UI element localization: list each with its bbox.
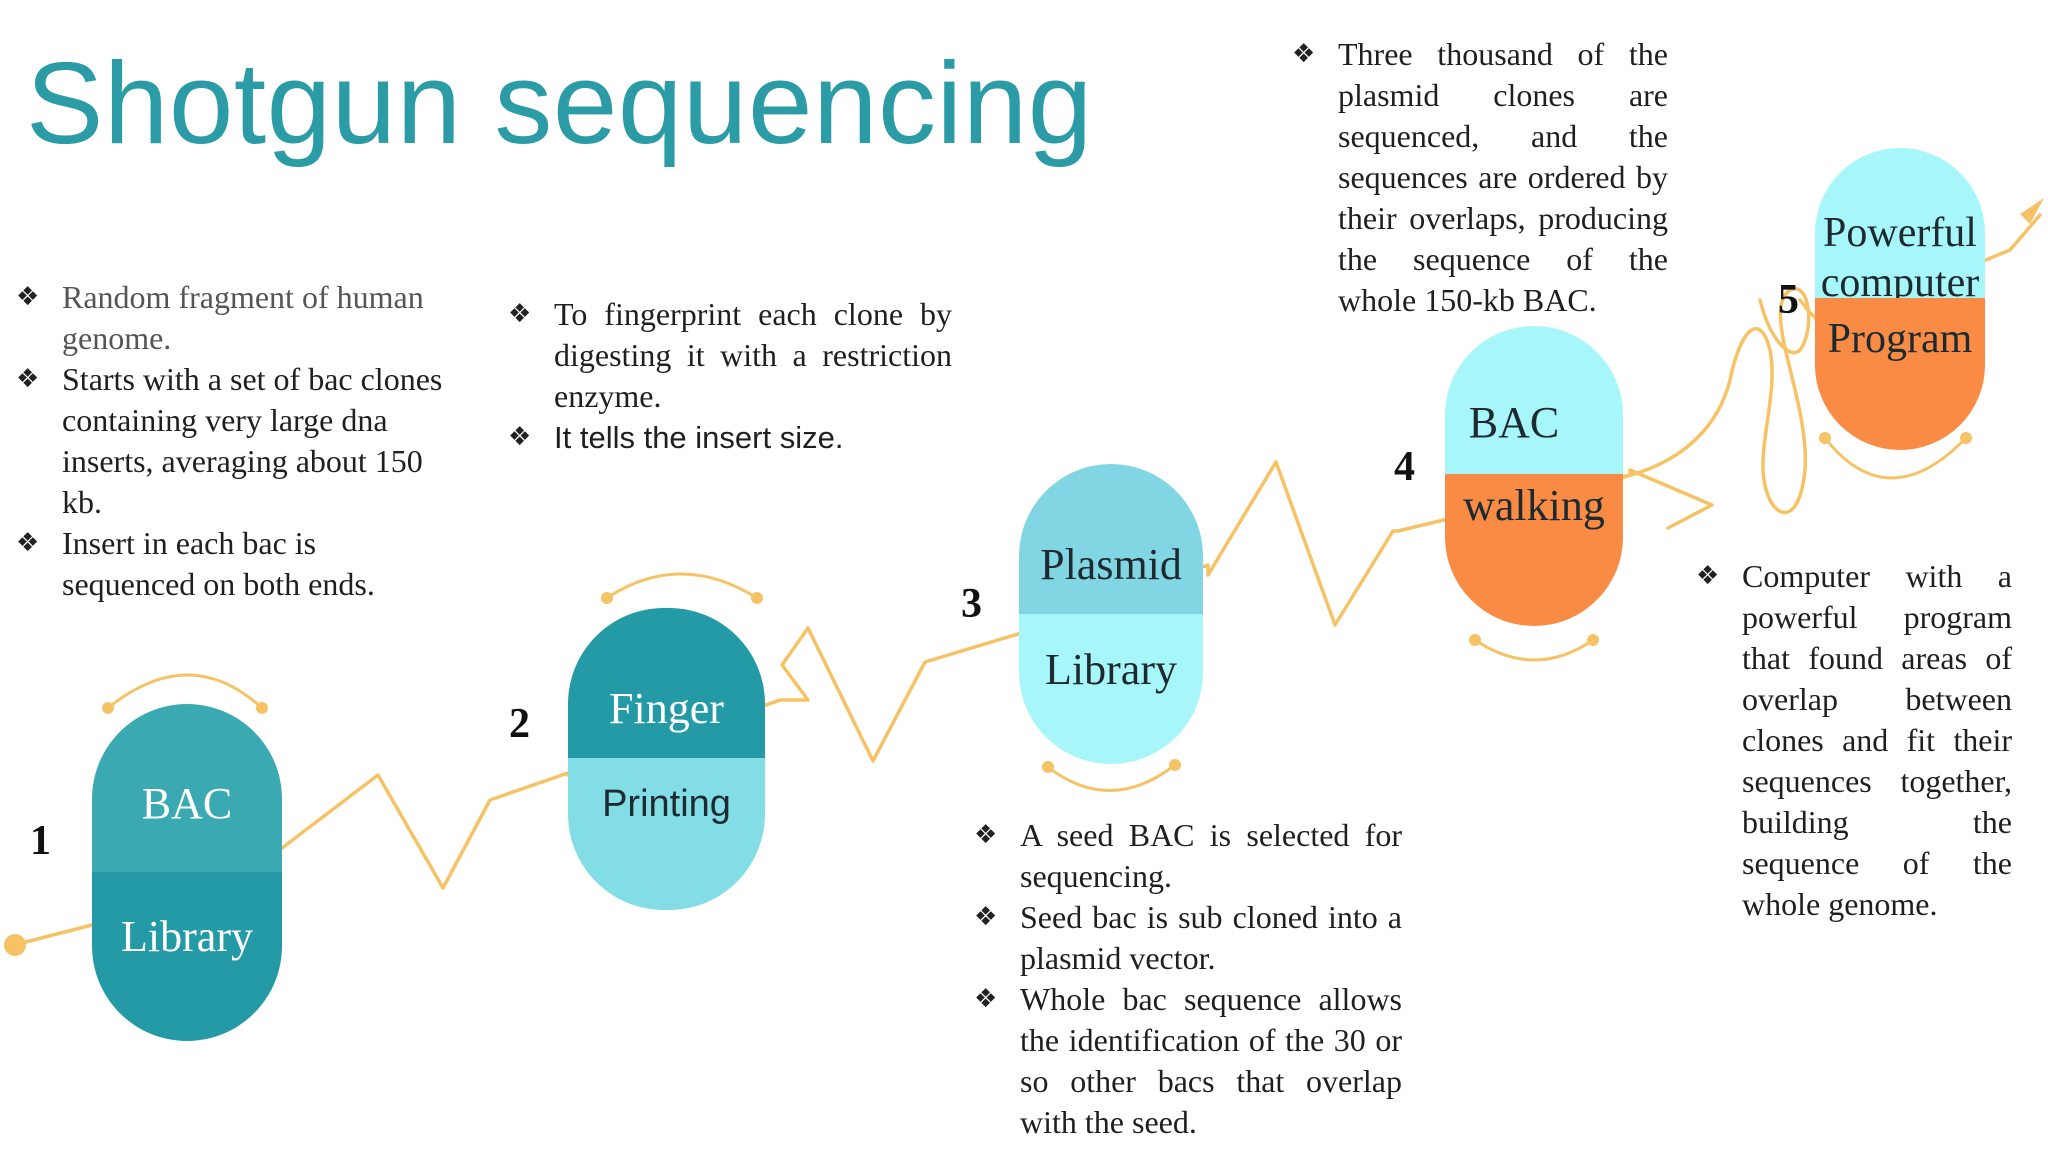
step-1-top-label: BAC	[141, 778, 233, 828]
step-5-top-label: Powerful computer	[1820, 210, 1980, 306]
step-pill-3-top: Plasmid	[1019, 464, 1203, 614]
note-item: ❖ Random fragment of human genome.	[16, 277, 456, 359]
diamond-bullet-icon: ❖	[508, 299, 532, 329]
note-item: ❖ To fingerprint each clone by digesting …	[508, 294, 952, 417]
note-text: Whole bac sequence allows the identifica…	[1020, 981, 1402, 1140]
step-pill-4-bottom: walking	[1445, 474, 1623, 626]
note-text: Three thousand of the plasmid clones are…	[1338, 36, 1668, 318]
step-pill-1-bottom: Library	[92, 872, 282, 1041]
arc-3	[1047, 763, 1176, 792]
zigzag-line	[12, 460, 1714, 947]
diamond-bullet-icon: ❖	[16, 282, 40, 312]
arc-dot	[751, 592, 763, 604]
note-item: ❖ Computer with a powerful program that f…	[1696, 556, 2012, 925]
step-number-4: 4	[1394, 444, 1415, 490]
note-item: ❖ Starts with a set of bac clones contain…	[16, 359, 456, 523]
step-pill-2-top: Finger	[568, 608, 765, 758]
note-text: Random fragment of human genome.	[62, 279, 424, 356]
step-pill-1-top: BAC	[92, 704, 282, 872]
arrow-head-icon	[2020, 198, 2044, 224]
note-item: ❖ It tells the insert size.	[508, 417, 952, 458]
note-item: ❖ Whole bac sequence allows the identific…	[974, 979, 1402, 1143]
step-5-bottom-label: Program	[1827, 316, 1973, 362]
note-text: Insert in each bac is sequenced on both …	[62, 525, 375, 602]
step-pill-5-bottom: Program	[1815, 298, 1985, 450]
arc-2	[606, 572, 758, 600]
arc-dot	[1469, 634, 1481, 646]
arc-4	[1474, 638, 1594, 662]
step-pill-5-top: Powerful computer	[1815, 148, 1985, 306]
note-text: A seed BAC is selected for sequencing.	[1020, 817, 1402, 894]
step-pill-3: Plasmid Library	[1019, 464, 1203, 764]
diamond-bullet-icon: ❖	[508, 422, 532, 452]
note-text: Seed bac is sub cloned into a plasmid ve…	[1020, 899, 1402, 976]
step-2-top-label: Finger	[609, 683, 724, 733]
step-2-bottom-label: Printing	[602, 782, 731, 825]
notes-step-5: ❖ Computer with a powerful program that f…	[1696, 556, 2012, 925]
step-pill-3-bottom: Library	[1019, 614, 1203, 764]
diamond-bullet-icon: ❖	[16, 528, 40, 558]
note-text: Computer with a powerful program that fo…	[1742, 558, 2012, 922]
step-3-top-label: Plasmid	[1040, 539, 1182, 589]
note-item: ❖ Seed bac is sub cloned into a plasmid v…	[974, 897, 1402, 979]
diamond-bullet-icon: ❖	[974, 902, 998, 932]
diamond-bullet-icon: ❖	[974, 820, 998, 850]
diamond-bullet-icon: ❖	[16, 364, 40, 394]
step-4-bottom-label: walking	[1463, 480, 1605, 530]
notes-step-3: ❖A seed BAC is selected for sequencing. …	[974, 815, 1402, 1143]
arc-5	[1823, 436, 1968, 480]
note-item: ❖ A seed BAC is selected for sequencing.	[974, 815, 1402, 897]
notes-step-4: ❖ Three thousand of the plasmid clones ar…	[1292, 34, 1668, 321]
step-number-1: 1	[30, 818, 51, 864]
note-item: ❖ Insert in each bac is sequenced on both…	[16, 523, 456, 605]
step-pill-2: Finger Printing	[568, 608, 765, 910]
note-text: Starts with a set of bac clones containi…	[62, 361, 443, 520]
diamond-bullet-icon: ❖	[1696, 561, 1720, 591]
diamond-bullet-icon: ❖	[974, 984, 998, 1014]
step-pill-4-top: BAC	[1445, 326, 1623, 474]
step-number-3: 3	[961, 581, 982, 627]
diamond-bullet-icon: ❖	[1292, 39, 1316, 69]
start-dot	[4, 934, 26, 956]
step-number-2: 2	[509, 701, 530, 747]
note-text: To fingerprint each clone by digesting i…	[554, 296, 952, 414]
step-pill-4: BAC walking	[1445, 326, 1623, 626]
step-number-5: 5	[1778, 277, 1799, 323]
step-3-bottom-label: Library	[1045, 644, 1177, 694]
arc-1	[107, 673, 264, 710]
step-pill-5: Powerful computer Program	[1815, 148, 1985, 450]
note-item: ❖ Three thousand of the plasmid clones ar…	[1292, 34, 1668, 321]
notes-step-2: ❖ To fingerprint each clone by digesting …	[508, 294, 952, 458]
note-text: It tells the insert size.	[554, 420, 844, 455]
step-4-top-label: BAC	[1468, 398, 1560, 447]
arc-dot	[1587, 634, 1599, 646]
arc-dot	[1042, 761, 1054, 773]
arc-dot	[601, 592, 613, 604]
step-1-bottom-label: Library	[121, 912, 253, 961]
step-pill-1: BAC Library	[92, 704, 282, 1041]
notes-step-1: ❖ Random fragment of human genome. ❖ Start…	[16, 277, 456, 605]
page-title: Shotgun sequencing	[26, 38, 1093, 168]
step-pill-2-bottom: Printing	[568, 758, 765, 910]
